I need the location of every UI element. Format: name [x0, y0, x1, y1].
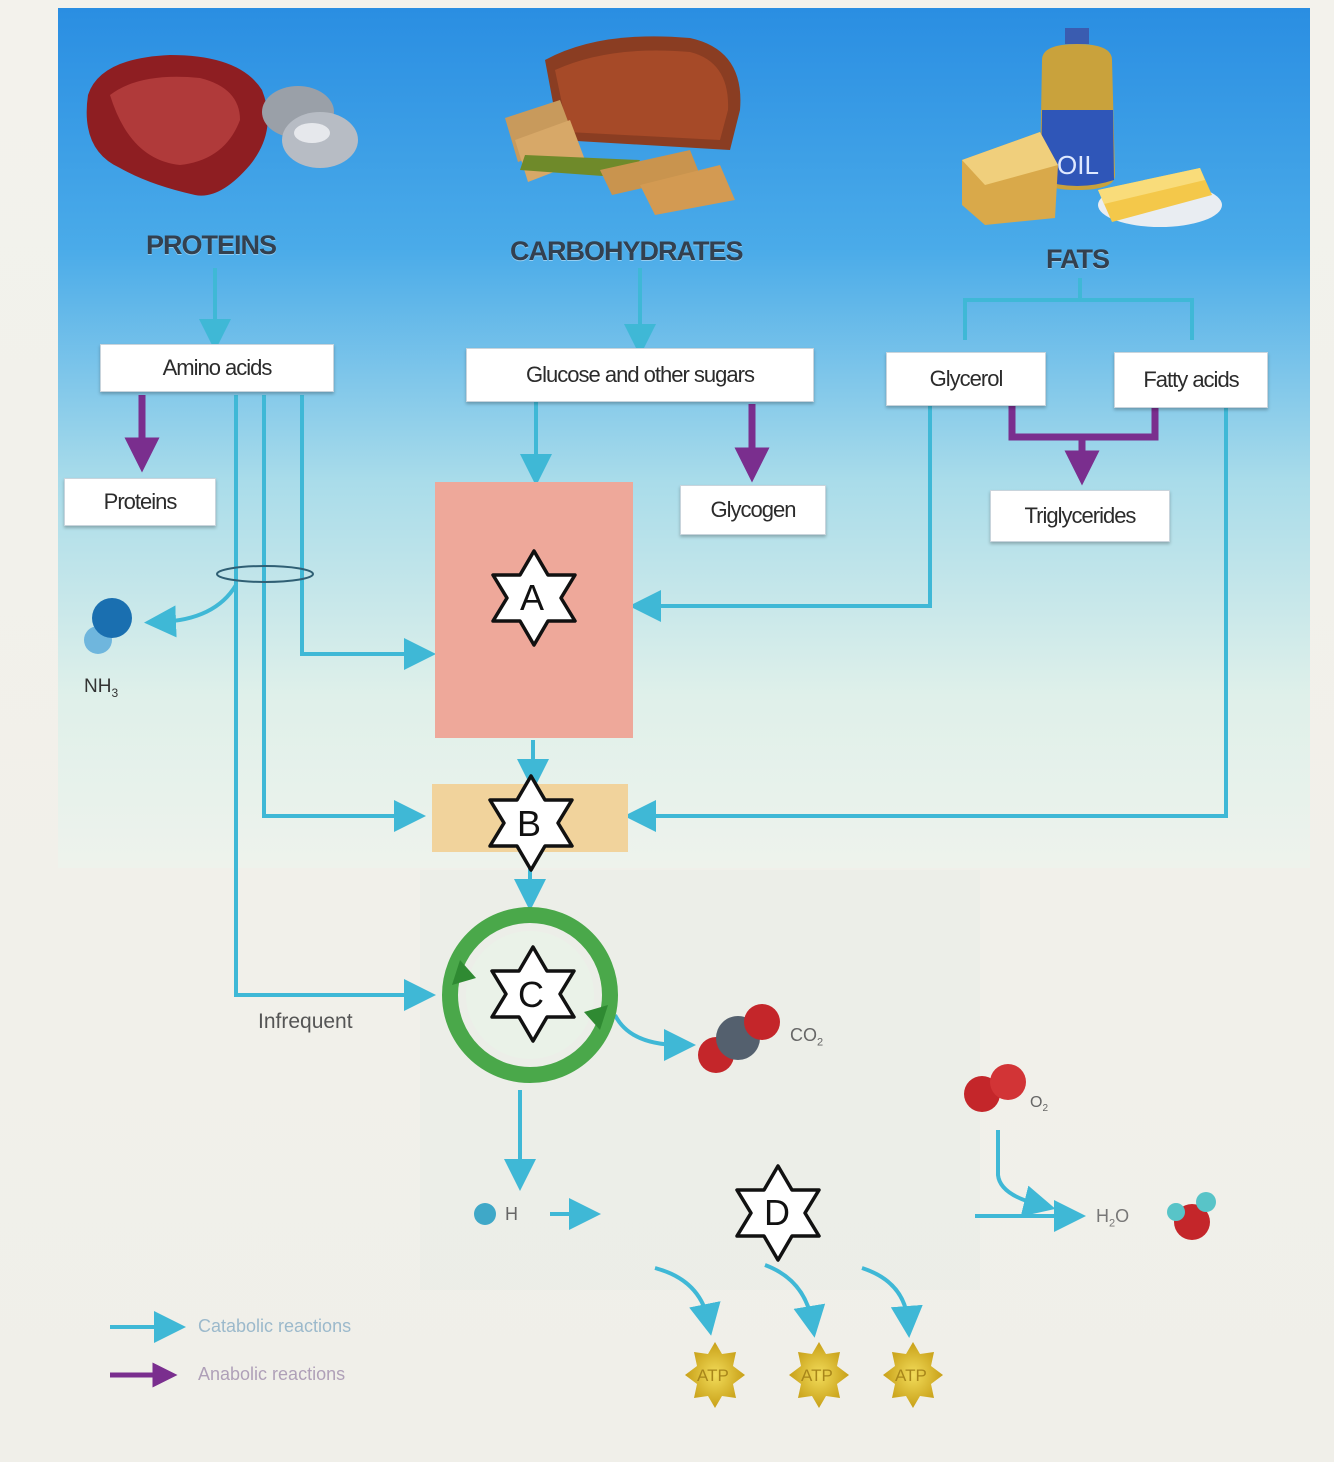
h-label: H [505, 1204, 518, 1224]
oil-cheese-butter-illustration: OIL [962, 28, 1222, 227]
star-a-letter: A [520, 577, 545, 618]
nh3-molecule-icon [84, 598, 132, 654]
legend-catabolic-label: Catabolic reactions [198, 1316, 352, 1336]
branch-ring [216, 565, 314, 583]
box-proteins: Proteins [64, 478, 216, 526]
oil-label-text: OIL [1057, 150, 1099, 180]
infrequent-label: Infrequent [258, 1010, 353, 1033]
atp-burst-icon [789, 1342, 849, 1408]
h2o-label: H2O [1096, 1206, 1130, 1230]
atp-burst-icon [685, 1342, 745, 1408]
box-glucose-and-sugars: Glucose and other sugars [466, 348, 814, 402]
nh3-label: NH3 [84, 676, 119, 700]
star-c-icon [490, 945, 576, 1043]
heading-proteins: PROTEINS [146, 230, 277, 260]
box-triglycerides: Triglycerides [990, 490, 1170, 542]
atp-label: ATP [895, 1366, 927, 1385]
star-d-icon [735, 1164, 821, 1262]
h-atom-icon [474, 1203, 496, 1225]
catabolic-pathways [144, 268, 1228, 1338]
o2-label: O2 [1030, 1094, 1049, 1115]
star-c-letter: C [518, 974, 544, 1015]
star-a-icon [491, 549, 577, 647]
atp-label: ATP [801, 1366, 833, 1385]
star-d-letter: D [764, 1192, 790, 1233]
star-b-letter: B [517, 803, 542, 844]
box-amino-acids: Amino acids [100, 344, 334, 392]
atp-label: ATP [697, 1366, 729, 1385]
box-glycogen: Glycogen [680, 485, 826, 535]
bread-and-pasta-illustration [505, 36, 741, 215]
heading-fats: FATS [1046, 244, 1110, 274]
box-fatty-acids: Fatty acids [1114, 352, 1268, 408]
star-b-icon [488, 774, 574, 872]
co2-molecule-icon [698, 1004, 780, 1073]
anabolic-pathways [124, 395, 1159, 486]
heading-carbohydrates: CARBOHYDRATES [510, 236, 744, 266]
co2-label: CO2 [790, 1025, 824, 1049]
star-outlines [488, 549, 821, 1262]
atp-bursts [685, 1342, 943, 1408]
steak-and-eggs-illustration [86, 55, 358, 196]
box-glycerol: Glycerol [886, 352, 1046, 406]
h2o-molecule-icon [1167, 1192, 1216, 1240]
o2-molecule-icon [964, 1064, 1026, 1112]
legend-anabolic-label: Anabolic reactions [198, 1364, 346, 1384]
atp-burst-icon [883, 1342, 943, 1408]
